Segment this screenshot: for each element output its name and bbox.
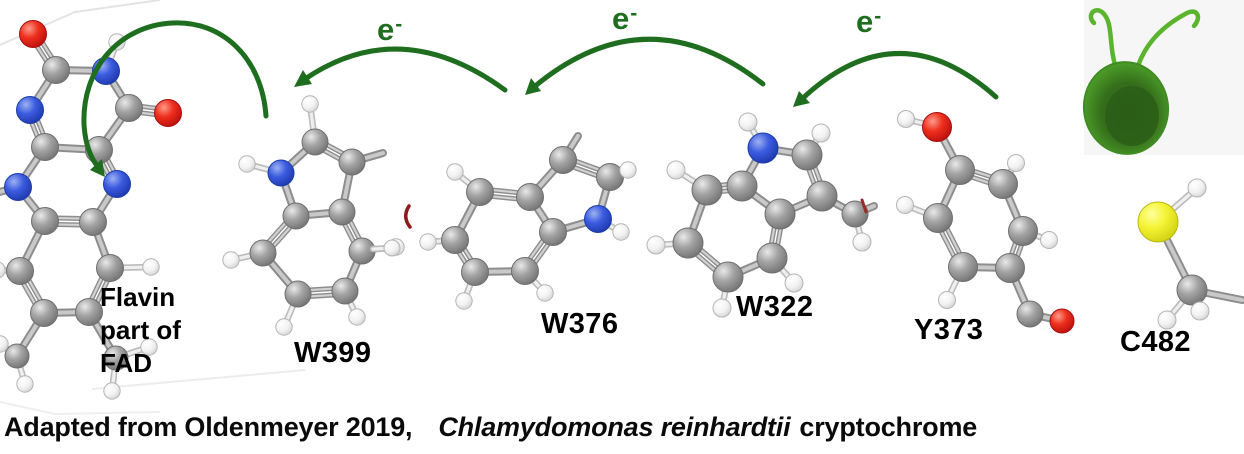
- electron-arrow-1: [294, 46, 508, 93]
- electron-symbol: e: [377, 12, 395, 47]
- w399-label: W399: [294, 337, 372, 369]
- caption-attribution: Adapted from Oldenmeyer 2019,: [4, 412, 413, 442]
- electron-charge-sup: -: [395, 13, 403, 36]
- electron-arrow-3: [793, 51, 999, 107]
- electron-symbol: e: [856, 4, 874, 39]
- w322-label: W322: [736, 291, 814, 323]
- red-artifact: [404, 198, 868, 229]
- electron-arrow-2: [525, 36, 766, 95]
- y373-label: Y373: [914, 314, 984, 346]
- electron-label-3: e-: [856, 6, 881, 37]
- flavin-label: Flavin part of FAD: [100, 282, 181, 378]
- electron-charge-sup: -: [630, 2, 638, 25]
- c482-molecule: [1137, 178, 1244, 330]
- electron-label-2: e-: [612, 3, 637, 34]
- caption-species: Chlamydomonas reinhardtii: [438, 412, 791, 442]
- c482-label: C482: [1120, 326, 1191, 358]
- stray-hydrogen-fragment: [369, 239, 401, 257]
- y373-molecule: [896, 110, 1075, 334]
- electron-charge-sup: -: [874, 5, 882, 28]
- chlamydomonas-cell-image: [1082, 0, 1244, 155]
- w376-label: W376: [541, 308, 619, 340]
- fad-loop-arrow: [81, 20, 269, 177]
- electron-label-1: e-: [377, 14, 402, 45]
- w376-molecule: [419, 132, 637, 310]
- electron-symbol: e: [612, 1, 630, 36]
- w399-molecule: [222, 95, 405, 336]
- w322-molecule: [646, 112, 878, 318]
- caption: Adapted from Oldenmeyer 2019, Chlamydomon…: [4, 412, 977, 443]
- caption-suffix: cryptochrome: [799, 412, 978, 442]
